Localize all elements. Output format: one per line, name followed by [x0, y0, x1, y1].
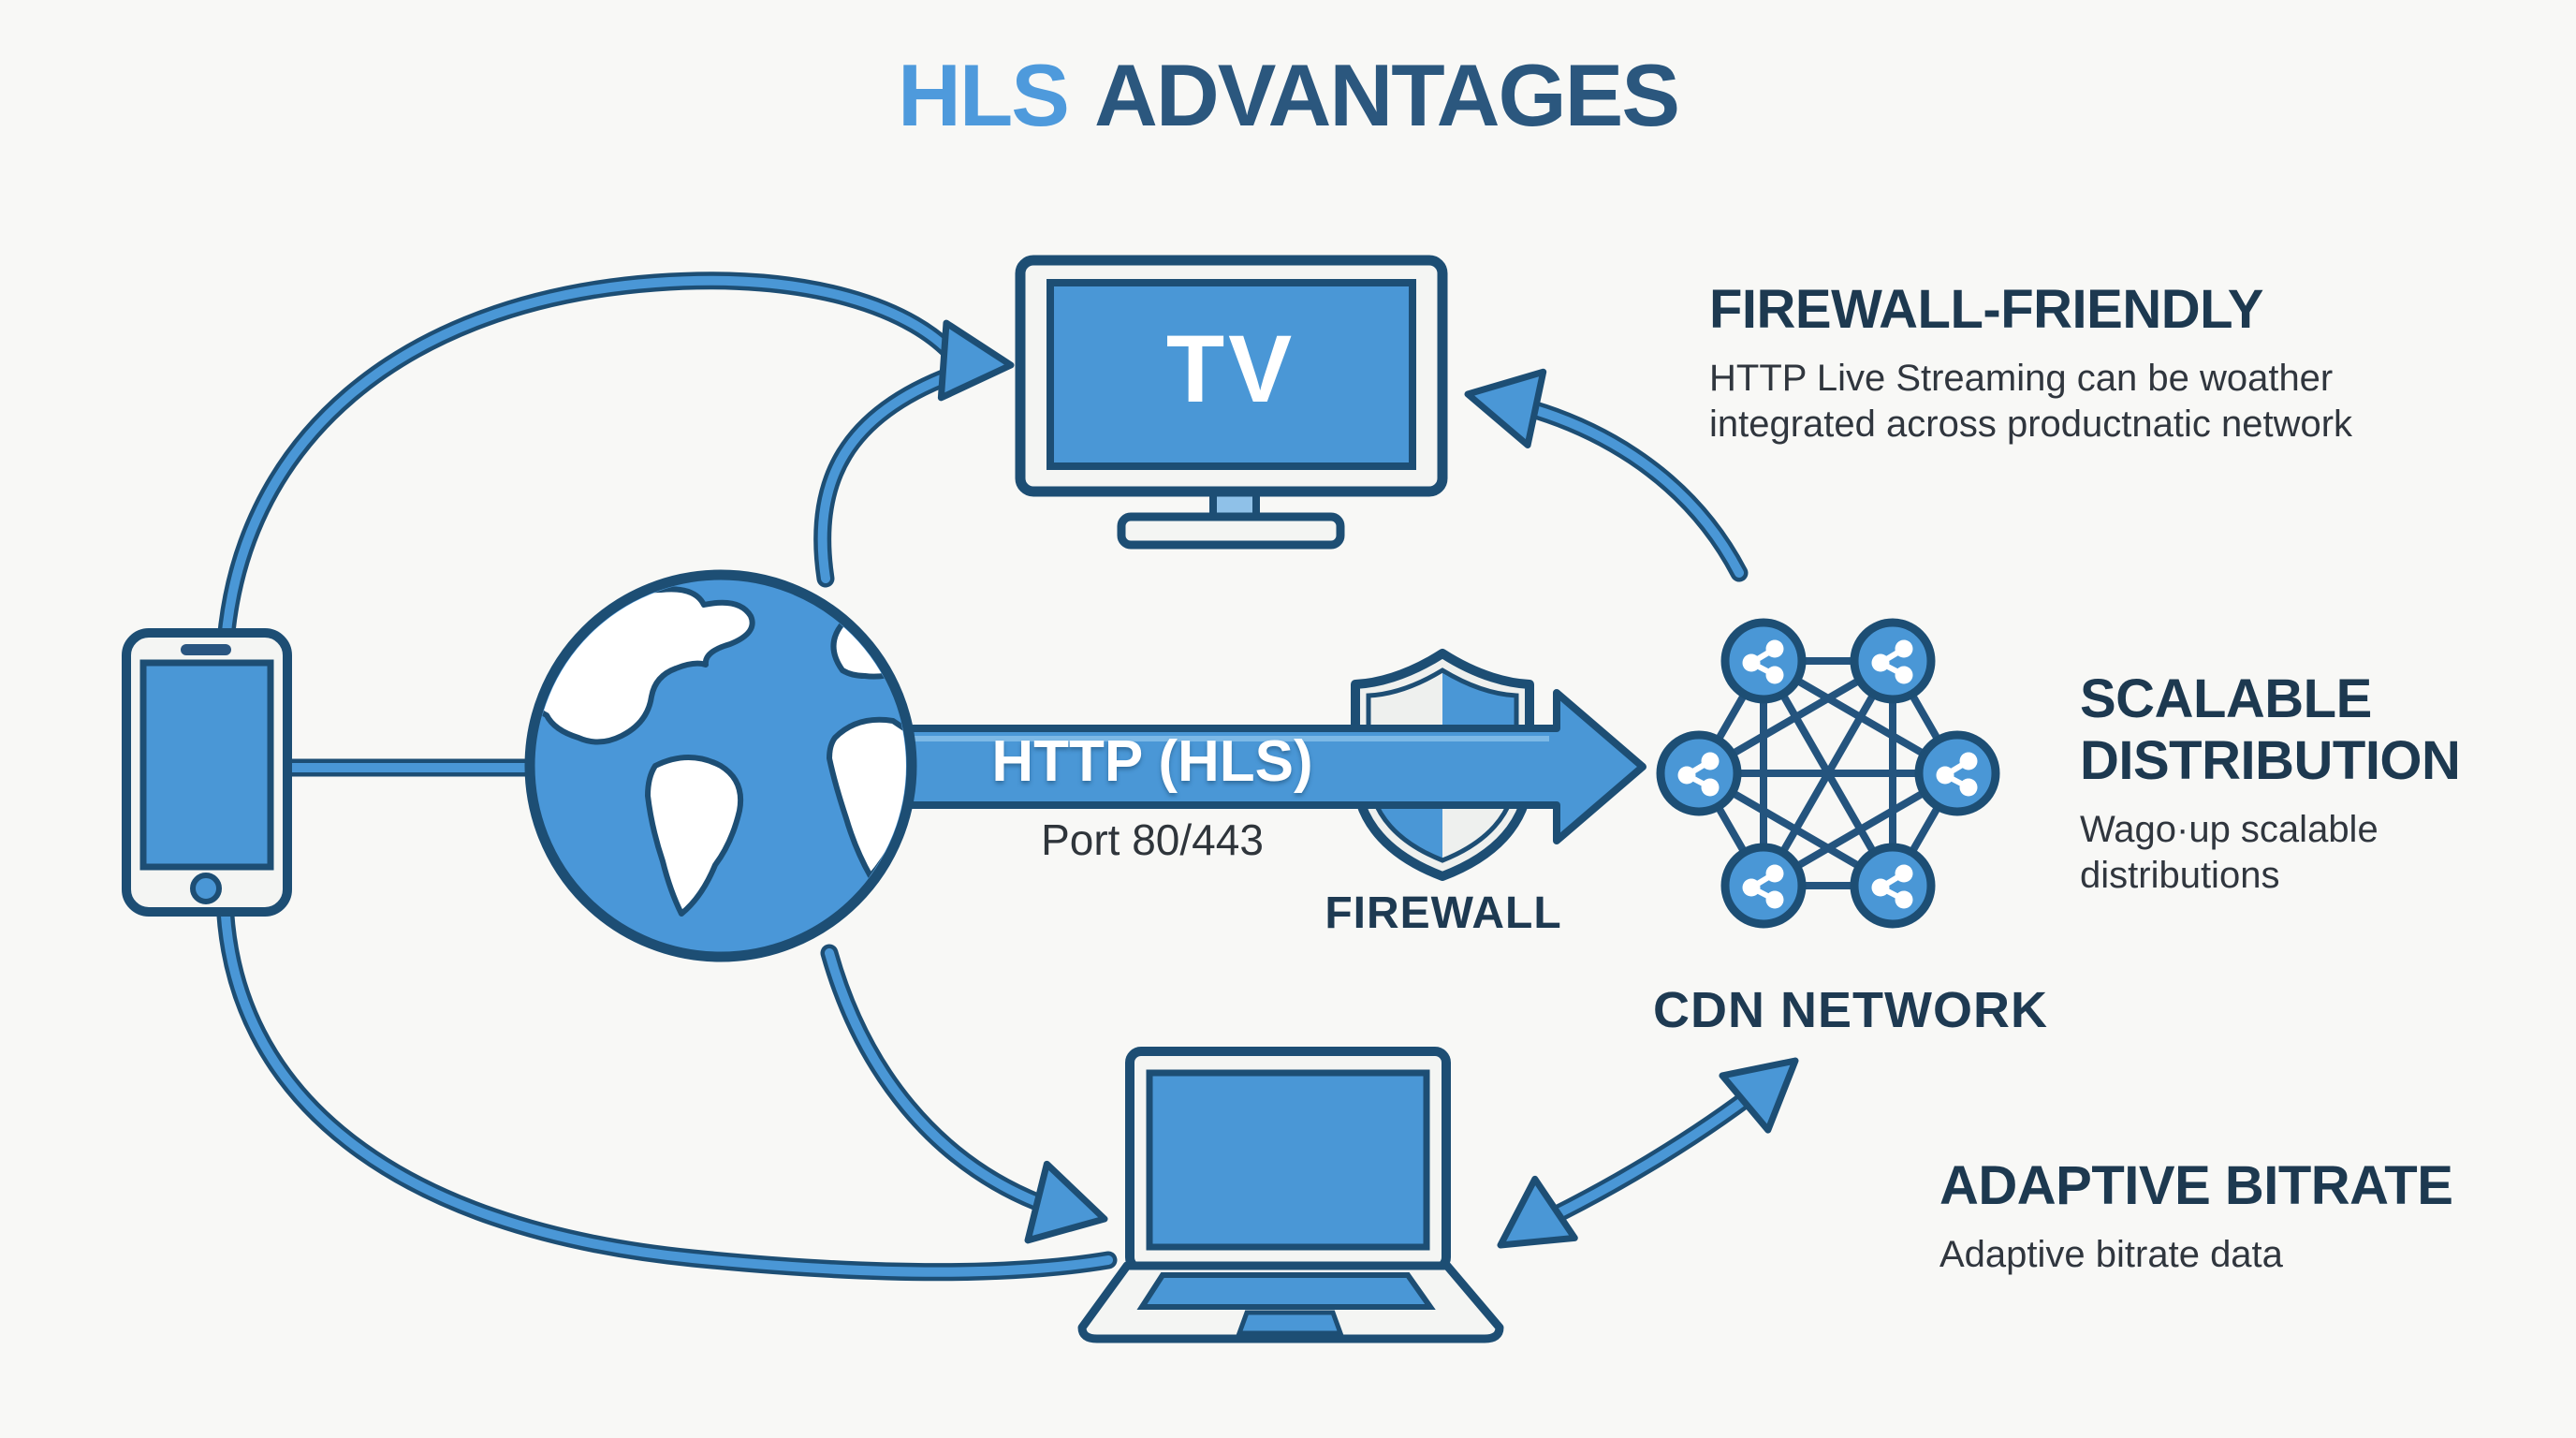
- page-title: HLS ADVANTAGES: [0, 45, 2576, 146]
- cdn-nodes: [1656, 618, 2000, 929]
- arrowhead-into-tv: [937, 319, 1015, 402]
- title-advantages: ADVANTAGES: [1093, 46, 1680, 144]
- feature-firewall-friendly: FIREWALL-FRIENDLY HTTP Live Streaming ca…: [1709, 279, 2458, 448]
- firewall-label: FIREWALL: [1325, 888, 1562, 938]
- http-arrow-label: HTTP (HLS): [991, 729, 1313, 794]
- share-node-icon: [1914, 730, 2000, 816]
- share-node-icon: [1656, 730, 1742, 816]
- share-node-icon: [1850, 843, 1936, 929]
- feature-adaptive-bitrate: ADAPTIVE BITRATE Adaptive bitrate data: [1939, 1155, 2529, 1278]
- tv-icon: [1015, 255, 1448, 550]
- port-label: Port 80/443: [1041, 815, 1264, 864]
- laptop-icon: [1077, 1047, 1504, 1343]
- continent-south-america: [645, 755, 743, 917]
- feature-body: HTTP Live Streaming can be woather integ…: [1709, 358, 2353, 445]
- title-hls: HLS: [897, 46, 1070, 144]
- share-node-icon: [1720, 843, 1807, 929]
- globe-icon: [524, 569, 917, 962]
- tv-screen: [1046, 279, 1416, 470]
- arc-globe-to-tv: [813, 365, 962, 588]
- connection-arcs: [215, 271, 1799, 1282]
- arrowhead-into-laptop-right: [1497, 1175, 1578, 1249]
- share-node-icon: [1850, 618, 1936, 704]
- laptop-trackpad: [1236, 1310, 1344, 1336]
- tv-screen-label: TV: [1165, 315, 1296, 422]
- feature-heading: ADAPTIVE BITRATE: [1939, 1155, 2453, 1216]
- arrowhead-cdn-to-tv: [1464, 368, 1547, 449]
- laptop-keyboard: [1136, 1272, 1436, 1310]
- tv-stand-base: [1117, 512, 1345, 550]
- feature-scalable-distribution: SCALABLE DISTRIBUTION Wago·up scalable d…: [2080, 668, 2492, 899]
- arc-phone-to-laptop: [215, 889, 1118, 1282]
- http-hls-arrow: [895, 689, 1647, 844]
- cdn-network-label: CDN NETWORK: [1653, 982, 2048, 1038]
- share-node-icon: [1720, 618, 1807, 704]
- cdn-network: [1656, 618, 2000, 929]
- arrowhead-into-laptop: [1024, 1160, 1108, 1244]
- arc-phone-to-tv: [215, 271, 968, 665]
- arc-globe-to-laptop: [820, 944, 1046, 1211]
- laptop-screen: [1146, 1069, 1430, 1251]
- feature-body: Wago·up scalable distributions: [2080, 809, 2378, 897]
- feature-heading: SCALABLE DISTRIBUTION: [2080, 668, 2461, 792]
- phone-home-button: [190, 873, 222, 904]
- feature-heading: FIREWALL-FRIENDLY: [1709, 279, 2263, 340]
- feature-body: Adaptive bitrate data: [1939, 1234, 2283, 1276]
- phone-speaker: [181, 644, 231, 655]
- smartphone-icon: [122, 628, 292, 917]
- arrowhead-into-cdn: [1719, 1057, 1799, 1134]
